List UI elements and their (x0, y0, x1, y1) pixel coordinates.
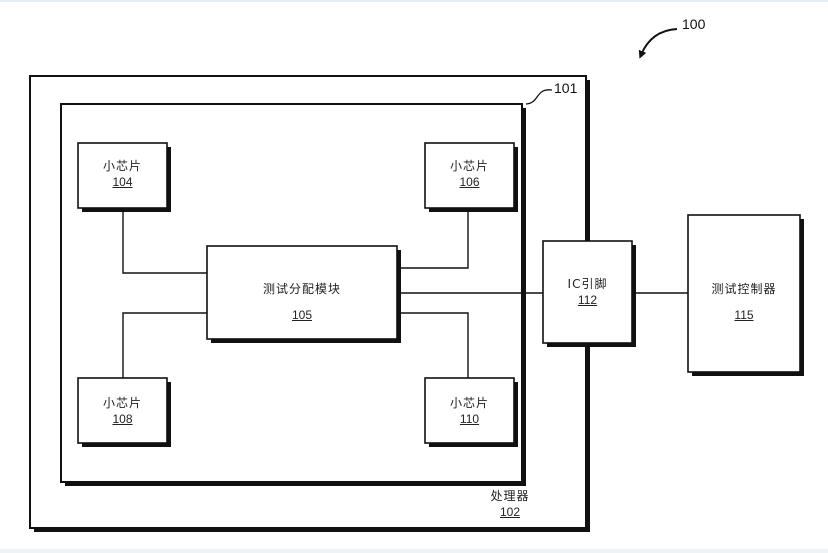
top-border (0, 0, 828, 2)
chiplet-104-label: 小芯片 104 (78, 158, 167, 190)
chiplet-box-104 (77, 142, 171, 212)
processor-name: 处理器 (490, 489, 530, 503)
chiplet-ref: 108 (112, 412, 133, 426)
test-distribution-module-box (206, 245, 401, 343)
chiplet-name: 小芯片 (102, 159, 142, 173)
ic-pin-name: IC引脚 (567, 277, 608, 291)
chiplet-name: 小芯片 (449, 159, 489, 173)
ic-pin-label: IC引脚 112 (543, 276, 632, 308)
processor-label: 处理器 102 (470, 488, 550, 520)
module-name: 测试分配模块 (262, 282, 341, 296)
chiplet-106-label: 小芯片 106 (425, 158, 514, 190)
chiplet-ref: 110 (459, 412, 480, 426)
controller-ref: 115 (734, 308, 754, 322)
connector-106-105 (397, 208, 469, 269)
bottom-border (0, 549, 828, 553)
module-ref: 105 (291, 308, 313, 322)
chiplet-box-110 (424, 377, 518, 447)
chiplet-name: 小芯片 (102, 396, 142, 410)
processor-ref: 102 (499, 505, 521, 519)
connector-104-105 (122, 208, 207, 274)
controller-name: 测试控制器 (711, 282, 777, 296)
chiplet-name: 小芯片 (449, 396, 489, 410)
chiplet-box-106 (424, 142, 518, 212)
connector-110-105 (397, 312, 469, 378)
chiplet-110-label: 小芯片 110 (425, 395, 514, 427)
connectors (122, 208, 688, 378)
chiplet-ref: 106 (459, 175, 480, 189)
inner-box-ref-label: 101 (554, 80, 578, 96)
test-controller-label: 测试控制器 115 (688, 276, 800, 328)
figure-ref-label: 100 (682, 16, 706, 32)
ic-pin-ref: 112 (577, 293, 598, 307)
ic-pin-box (542, 240, 636, 347)
chiplet-ref: 104 (112, 175, 133, 189)
inner-box-callout-line (525, 89, 553, 105)
chiplet-box-108 (77, 377, 171, 447)
chiplet-108-label: 小芯片 108 (78, 395, 167, 427)
test-distribution-module-label: 测试分配模块 105 (207, 276, 397, 328)
test-controller-box (687, 214, 804, 376)
figure-callout-arrow (638, 28, 678, 59)
connector-108-105 (122, 312, 207, 378)
